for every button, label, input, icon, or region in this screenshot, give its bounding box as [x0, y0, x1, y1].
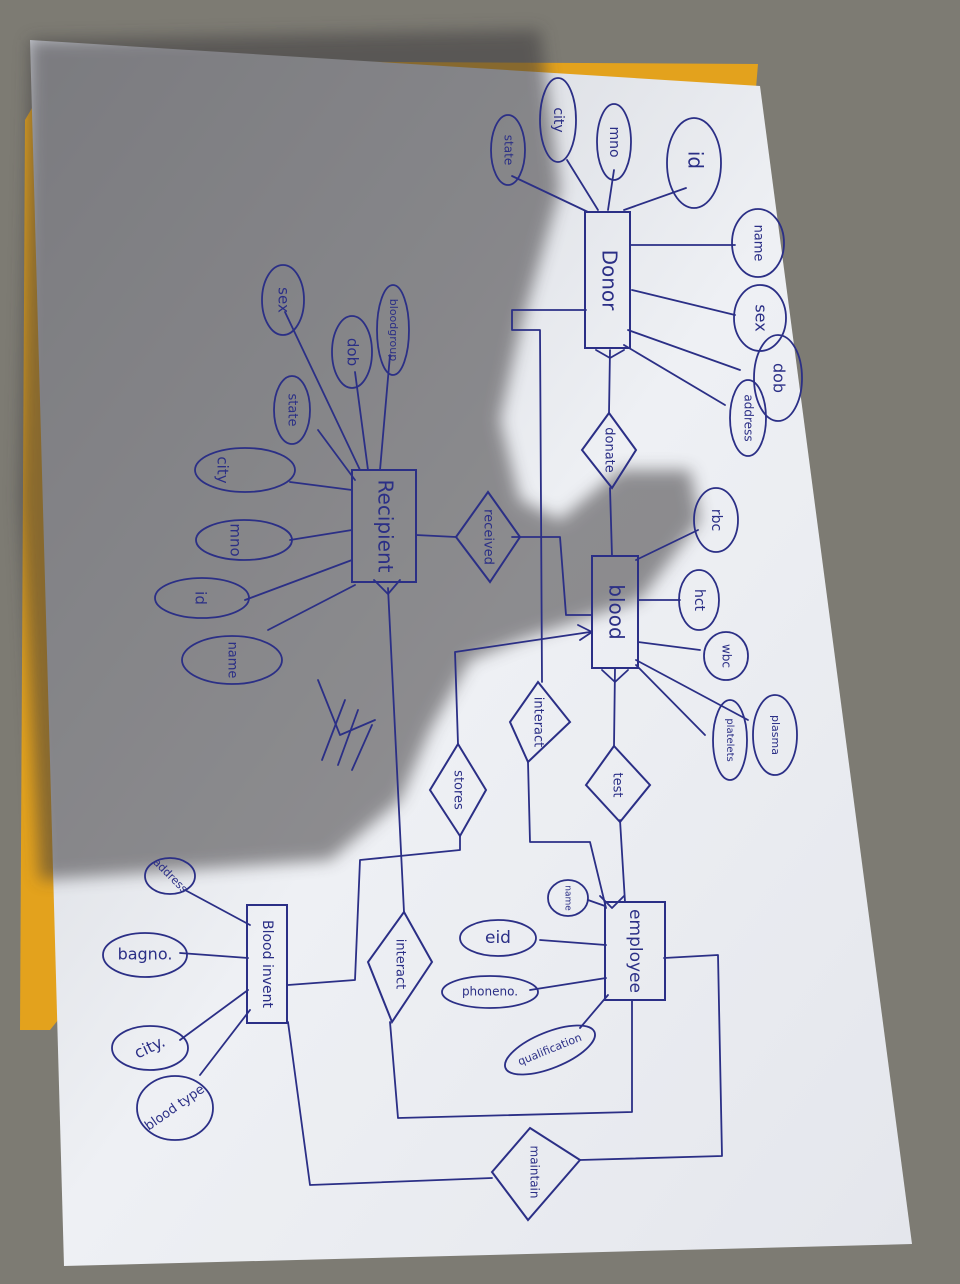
- rel-interact-donor-diamond: [508, 680, 572, 764]
- attr-donor-mno-oval: [596, 103, 632, 181]
- attr-blood-wbc-oval: [703, 631, 749, 681]
- attr-donor-dob: dob: [770, 363, 789, 393]
- attr-inventory-bagno: bagno.: [118, 945, 173, 964]
- attr-blood-hct-oval: [678, 569, 720, 631]
- rel-test-diamond: [584, 744, 652, 824]
- attr-recipient-mno-oval: [195, 519, 293, 561]
- attr-recipient-state-oval: [273, 375, 311, 445]
- attr-recipient-sex-oval: [261, 264, 305, 336]
- diagram-lines: [179, 159, 749, 1186]
- attr-recipient-sex: sex: [275, 287, 293, 313]
- entity-inventory-box: [246, 904, 288, 1024]
- attr-inventory-bagno-oval: [102, 932, 188, 978]
- entity-inventory-label: Blood invent: [259, 920, 275, 1008]
- entity-employee-box: [604, 901, 666, 1001]
- entity-recipient-box: [351, 469, 417, 583]
- rel-test-label: test: [610, 773, 625, 798]
- rel-donate-label: donate: [602, 427, 617, 473]
- entity-boxes: [246, 211, 666, 1024]
- attr-donor-sex: sex: [752, 304, 771, 331]
- attr-blood-plasma-oval: [752, 694, 798, 776]
- rel-stores-diamond: [428, 742, 488, 838]
- attr-donor-city: city: [550, 107, 566, 132]
- attr-donor-id-oval: [666, 117, 722, 209]
- attr-recipient-bloodgroup-oval: [376, 284, 410, 376]
- attr-donor-dob-oval: [753, 334, 803, 422]
- attr-donor-address: address: [742, 394, 756, 441]
- attr-donor-state: state: [502, 135, 516, 165]
- attr-employee-name-oval: [547, 879, 589, 917]
- attr-inventory-bloodtype-oval: [136, 1075, 214, 1141]
- attr-donor-address-oval: [729, 379, 767, 457]
- attr-recipient-city-oval: [194, 447, 296, 493]
- relationship-diamonds: [366, 411, 652, 1222]
- rel-maintain-label: maintain: [528, 1146, 542, 1199]
- attr-blood-platelets: platelets: [724, 718, 735, 761]
- rel-stores-label: stores: [451, 770, 466, 810]
- attr-donor-name-oval: [731, 208, 785, 278]
- attribute-ovals: [102, 77, 803, 1141]
- attr-recipient-bloodgroup: bloodgroup: [387, 299, 400, 361]
- attr-inventory-address-oval: [144, 857, 196, 895]
- attr-blood-rbc: rbc: [708, 509, 724, 531]
- rel-received-diamond: [454, 490, 522, 584]
- attr-donor-city-oval: [539, 77, 577, 163]
- attr-blood-plasma: plasma: [769, 715, 782, 755]
- rel-received-label: received: [481, 509, 496, 565]
- attr-recipient-state: state: [285, 394, 300, 427]
- hand-shadow: [20, 30, 700, 880]
- attr-recipient-name: name: [225, 642, 240, 679]
- entity-blood-label: blood: [605, 584, 629, 639]
- attr-recipient-dob: dob: [344, 338, 362, 366]
- entity-recipient-label: Recipient: [374, 480, 398, 573]
- attr-blood-hct: hct: [691, 589, 707, 612]
- rel-interact-recipient-label: interact: [393, 939, 408, 990]
- rel-maintain-diamond: [490, 1126, 582, 1222]
- attr-recipient-dob-oval: [331, 315, 373, 389]
- rel-donate-diamond: [580, 411, 638, 490]
- attr-donor-mno: mno: [606, 126, 622, 157]
- entity-employee-label: employee: [625, 909, 645, 993]
- entity-blood-box: [591, 555, 639, 669]
- attr-donor-state-oval: [490, 114, 526, 186]
- attr-employee-phone: phoneno.: [462, 985, 518, 999]
- attr-donor-name: name: [751, 225, 766, 262]
- attr-recipient-id: id: [192, 591, 210, 605]
- attr-employee-qualification-oval: [504, 1024, 596, 1076]
- attr-recipient-id-oval: [154, 577, 250, 619]
- attr-donor-id: id: [684, 151, 708, 169]
- rel-interact-donor-label: interact: [531, 697, 546, 748]
- attr-blood-rbc-oval: [693, 487, 739, 553]
- rel-interact-recipient-diamond: [366, 910, 434, 1025]
- attr-employee-eid: eid: [485, 928, 511, 948]
- attr-employee-name: name: [563, 885, 573, 911]
- attr-blood-platelets-oval: [712, 699, 748, 781]
- attr-recipient-name-oval: [181, 635, 283, 685]
- attr-employee-phone-oval: [441, 975, 539, 1009]
- entity-donor-box: [584, 211, 631, 349]
- attr-blood-wbc: wbc: [720, 644, 734, 668]
- attr-employee-eid-oval: [459, 919, 537, 957]
- attr-recipient-mno: mno: [227, 523, 245, 556]
- attr-inventory-city-oval: [111, 1025, 189, 1071]
- attr-recipient-city: city: [214, 456, 232, 483]
- entity-donor-label: Donor: [598, 250, 622, 312]
